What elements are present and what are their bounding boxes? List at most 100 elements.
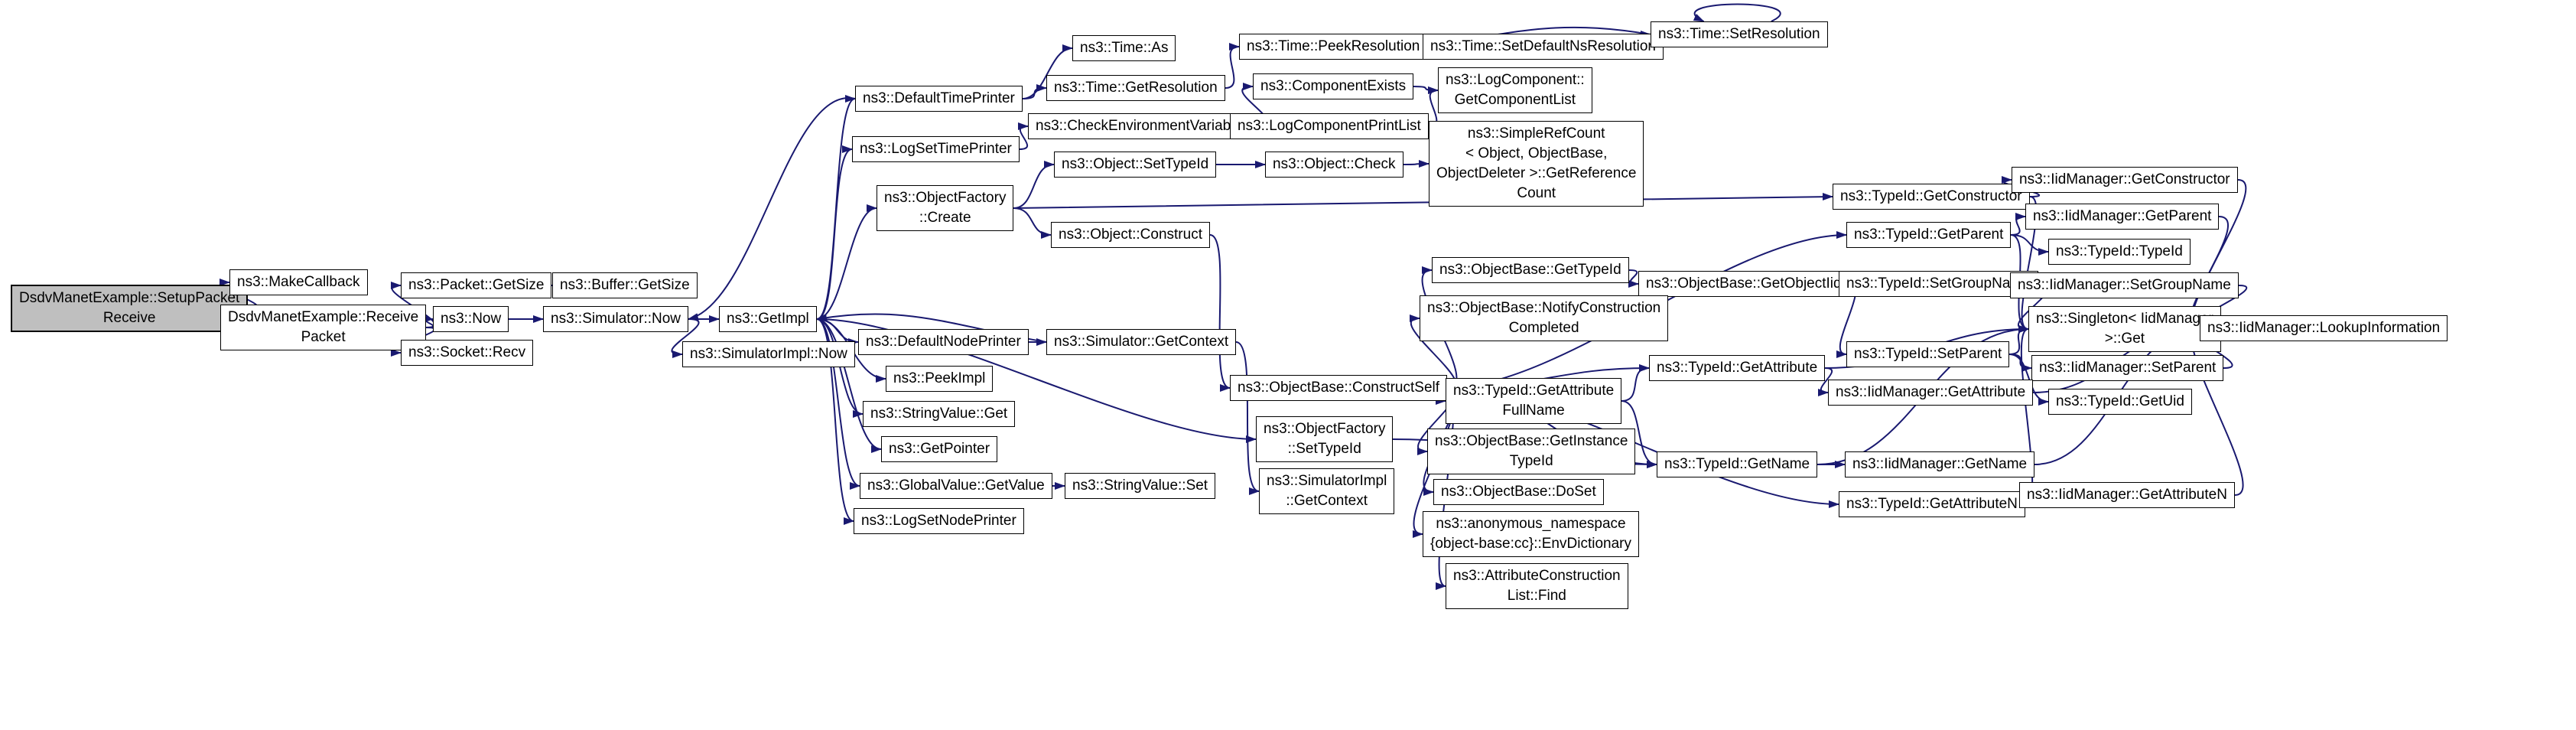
- graph-node-object-set-type-id[interactable]: ns3::Object::SetTypeId: [1054, 152, 1217, 178]
- graph-node-default-time-printer[interactable]: ns3::DefaultTimePrinter: [855, 86, 1023, 112]
- graph-node-get-pointer[interactable]: ns3::GetPointer: [881, 436, 998, 462]
- graph-node-string-value-set[interactable]: ns3::StringValue::Set: [1065, 473, 1216, 499]
- graph-node-label: ns3::ObjectBase::GetObjectIid: [1646, 275, 1842, 292]
- graph-node-label: ns3::LogComponentPrintList: [1238, 118, 1421, 134]
- graph-node-type-id-set-group-name[interactable]: ns3::TypeId::SetGroupName: [1839, 271, 2038, 297]
- graph-node-label: ns3::IidManager::GetParent: [2033, 208, 2212, 224]
- graph-node-get-impl[interactable]: ns3::GetImpl: [719, 306, 817, 332]
- graph-node-iid-manager-get-attribute-n[interactable]: ns3::IidManager::GetAttributeN: [2019, 482, 2235, 508]
- graph-node-iid-manager-get-name[interactable]: ns3::IidManager::GetName: [1845, 451, 2035, 477]
- graph-node-label: FullName: [1502, 402, 1565, 419]
- graph-node-label: ns3::Now: [441, 311, 502, 327]
- graph-node-label: ns3::TypeId::GetAttributeN: [1846, 496, 2018, 512]
- graph-node-simulator-get-context[interactable]: ns3::Simulator::GetContext: [1046, 329, 1237, 355]
- graph-node-time-set-resolution[interactable]: ns3::Time::SetResolution: [1651, 21, 1828, 47]
- graph-node-type-id-get-parent[interactable]: ns3::TypeId::GetParent: [1846, 222, 2012, 248]
- graph-node-type-id-get-attribute[interactable]: ns3::TypeId::GetAttribute: [1649, 355, 1826, 381]
- graph-node-time-set-default-ns-resolution[interactable]: ns3::Time::SetDefaultNsResolution: [1423, 34, 1664, 60]
- graph-node-object-base-do-set[interactable]: ns3::ObjectBase::DoSet: [1433, 479, 1604, 505]
- graph-node-label: TypeId: [1509, 453, 1553, 469]
- call-edge-type-id-set-parent-to-type-id-get-uid: [2008, 354, 2049, 406]
- graph-node-label: ns3::Singleton< IidManager: [2036, 311, 2213, 327]
- graph-node-iid-manager-get-parent[interactable]: ns3::IidManager::GetParent: [2025, 204, 2220, 230]
- graph-node-buffer-get-size[interactable]: ns3::Buffer::GetSize: [552, 272, 698, 298]
- graph-node-label: ::SetTypeId: [1287, 441, 1361, 457]
- graph-node-packet-get-size[interactable]: ns3::Packet::GetSize: [401, 272, 552, 298]
- graph-node-object-construct[interactable]: ns3::Object::Construct: [1051, 222, 1210, 248]
- graph-node-object-check[interactable]: ns3::Object::Check: [1265, 152, 1403, 178]
- graph-node-label: ns3::TypeId::GetAttribute: [1453, 383, 1615, 399]
- graph-node-label: ns3::LogSetTimePrinter: [860, 141, 1012, 157]
- graph-node-log-component-print-list[interactable]: ns3::LogComponentPrintList: [1230, 113, 1429, 139]
- graph-node-label: ns3::StringValue::Get: [870, 406, 1008, 422]
- graph-node-global-value-get-value[interactable]: ns3::GlobalValue::GetValue: [860, 473, 1052, 499]
- graph-node-simulator-impl-now[interactable]: ns3::SimulatorImpl::Now: [682, 341, 855, 367]
- graph-node-object-factory-set-type-id[interactable]: ns3::ObjectFactory::SetTypeId: [1256, 416, 1394, 462]
- graph-node-label: ns3::Packet::GetSize: [408, 277, 545, 293]
- graph-node-get-reference-count[interactable]: ns3::SimpleRefCount< Object, ObjectBase,…: [1429, 121, 1644, 207]
- graph-node-label: ns3::Time::SetResolution: [1658, 26, 1820, 42]
- call-edge-type-id-get-constructor-to-singleton-iid-manager-get: [2018, 196, 2038, 333]
- graph-node-type-id-type-id[interactable]: ns3::TypeId::TypeId: [2048, 239, 2191, 265]
- graph-node-peek-impl[interactable]: ns3::PeekImpl: [886, 366, 994, 392]
- graph-node-time-get-resolution[interactable]: ns3::Time::GetResolution: [1046, 75, 1225, 101]
- call-edge-time-set-resolution-to-time-set-resolution: [1693, 3, 1781, 22]
- graph-node-check-environment-variables[interactable]: ns3::CheckEnvironmentVariables: [1028, 113, 1257, 139]
- graph-node-object-factory-create[interactable]: ns3::ObjectFactory::Create: [877, 185, 1014, 231]
- graph-node-label: ObjectDeleter >::GetReference: [1436, 165, 1637, 181]
- graph-node-iid-manager-get-constructor[interactable]: ns3::IidManager::GetConstructor: [2012, 167, 2238, 193]
- call-edge-default-time-printer-to-simulator-now: [688, 97, 856, 321]
- graph-node-iid-manager-set-parent[interactable]: ns3::IidManager::SetParent: [2031, 355, 2224, 381]
- graph-node-label: ns3::ComponentExists: [1260, 78, 1407, 94]
- graph-node-label: ns3::ObjectBase::NotifyConstruction: [1427, 300, 1661, 316]
- graph-node-simulator-impl-get-context[interactable]: ns3::SimulatorImpl::GetContext: [1259, 468, 1395, 514]
- graph-node-label: Packet: [301, 329, 346, 345]
- graph-node-label: ns3::TypeId::GetAttribute: [1657, 360, 1818, 376]
- graph-node-default-node-printer[interactable]: ns3::DefaultNodePrinter: [858, 329, 1029, 355]
- graph-node-label: ns3::IidManager::SetGroupName: [2018, 277, 2231, 293]
- graph-node-label: ns3::ObjectBase::DoSet: [1441, 484, 1596, 500]
- graph-node-log-set-node-printer[interactable]: ns3::LogSetNodePrinter: [854, 508, 1024, 534]
- call-edge-object-factory-create-to-type-id-get-constructor: [1013, 193, 1833, 209]
- graph-node-label: ns3::anonymous_namespace: [1436, 516, 1626, 532]
- graph-node-type-id-get-name[interactable]: ns3::TypeId::GetName: [1657, 451, 1818, 477]
- graph-node-singleton-iid-manager-get[interactable]: ns3::Singleton< IidManager>::Get: [2028, 306, 2221, 352]
- graph-node-label: ns3::TypeId::SetParent: [1854, 346, 2002, 362]
- graph-node-type-id-get-constructor[interactable]: ns3::TypeId::GetConstructor: [1833, 184, 2030, 210]
- graph-node-env-dictionary[interactable]: ns3::anonymous_namespace{object-base:cc}…: [1423, 511, 1639, 557]
- graph-node-label: ns3::Time::GetResolution: [1054, 80, 1218, 96]
- graph-node-now[interactable]: ns3::Now: [433, 306, 509, 332]
- graph-node-simulator-now[interactable]: ns3::Simulator::Now: [543, 306, 689, 332]
- graph-node-component-exists[interactable]: ns3::ComponentExists: [1253, 73, 1414, 99]
- call-edge-simulator-get-context-to-simulator-impl-get-context: [1235, 341, 1260, 495]
- graph-node-type-id-set-parent[interactable]: ns3::TypeId::SetParent: [1846, 341, 2010, 367]
- graph-node-label: ns3::ObjectBase::GetTypeId: [1439, 262, 1621, 278]
- call-edge-log-set-time-printer-to-check-environment-variables: [1017, 122, 1029, 150]
- graph-node-type-id-get-uid[interactable]: ns3::TypeId::GetUid: [2048, 389, 2192, 415]
- graph-node-log-set-time-printer[interactable]: ns3::LogSetTimePrinter: [852, 136, 1020, 162]
- graph-node-socket-recv[interactable]: ns3::Socket::Recv: [401, 340, 534, 366]
- graph-node-time-peek-resolution[interactable]: ns3::Time::PeekResolution: [1239, 34, 1428, 60]
- graph-node-time-as[interactable]: ns3::Time::As: [1072, 35, 1176, 61]
- graph-node-construct-self[interactable]: ns3::ObjectBase::ConstructSelf: [1230, 375, 1448, 401]
- graph-node-get-component-list[interactable]: ns3::LogComponent::GetComponentList: [1438, 67, 1592, 113]
- graph-node-string-value-get[interactable]: ns3::StringValue::Get: [863, 401, 1016, 427]
- graph-node-object-base-get-type-id[interactable]: ns3::ObjectBase::GetTypeId: [1432, 257, 1629, 283]
- graph-node-type-id-get-attribute-n[interactable]: ns3::TypeId::GetAttributeN: [1839, 491, 2025, 517]
- call-edge-type-id-get-attribute-to-iid-manager-get-attribute: [1817, 367, 1833, 396]
- graph-node-label: ns3::Socket::Recv: [408, 344, 526, 360]
- graph-node-object-base-get-object-iid[interactable]: ns3::ObjectBase::GetObjectIid: [1638, 271, 1849, 297]
- graph-node-label: ns3::Object::SetTypeId: [1062, 156, 1209, 172]
- graph-node-iid-manager-get-attribute[interactable]: ns3::IidManager::GetAttribute: [1828, 380, 2034, 406]
- graph-node-label: ns3::Simulator::GetContext: [1054, 334, 1229, 350]
- graph-node-iid-manager-set-group-name[interactable]: ns3::IidManager::SetGroupName: [2010, 272, 2239, 298]
- graph-node-label: >::Get: [2104, 331, 2145, 347]
- graph-node-iid-manager-lookup-information[interactable]: ns3::IidManager::LookupInformation: [2200, 315, 2448, 341]
- graph-node-make-callback[interactable]: ns3::MakeCallback: [229, 269, 368, 295]
